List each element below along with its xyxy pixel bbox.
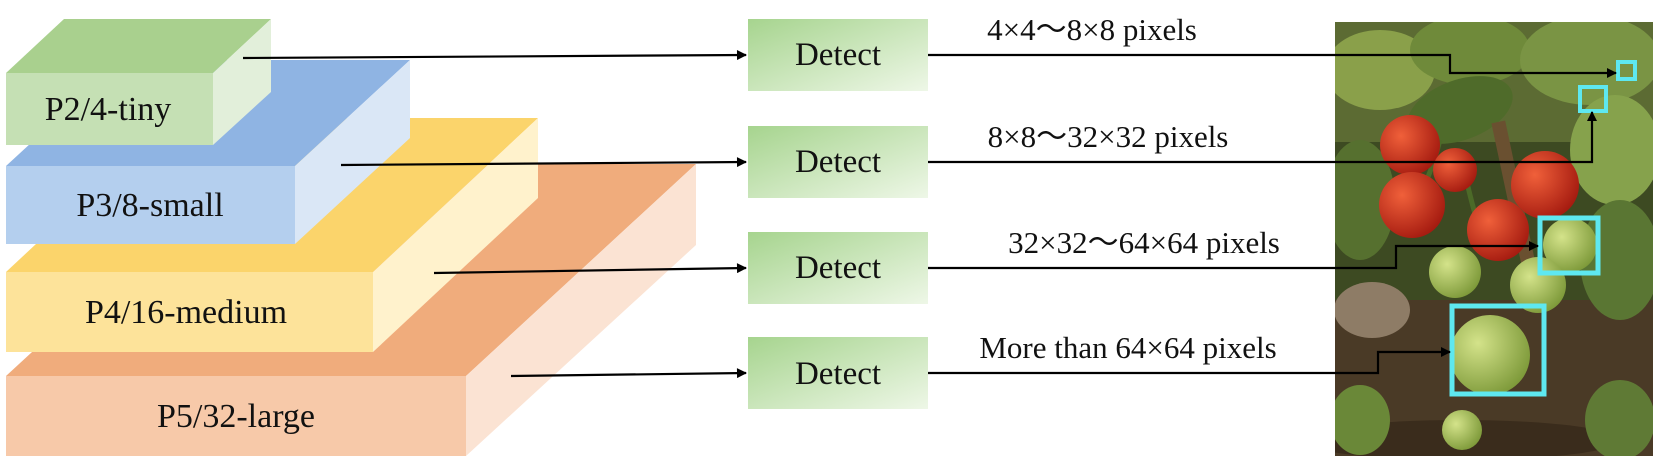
detection-box-medium [1537, 215, 1601, 276]
layer-p5-label: P5/32-large [157, 398, 315, 435]
detection-boxes [1449, 60, 1637, 397]
layer-p4-side-face [373, 118, 538, 352]
arrow-detect4-to-large-box [928, 347, 1451, 375]
detect-label: Detect [795, 37, 881, 73]
arrow-detect3-to-medium-box [928, 241, 1539, 270]
range-label-tiny: 4×4〜8×8 pixels [987, 12, 1197, 47]
layer-p2-top-face [6, 19, 271, 73]
detect-label: Detect [795, 144, 881, 180]
arrow-detect1-to-tiny-box [928, 53, 1617, 78]
detect-box [748, 337, 928, 409]
range-label-small: 8×8〜32×32 pixels [988, 119, 1229, 154]
detect-label: Detect [795, 250, 881, 286]
detect-box [748, 126, 928, 198]
detection-box-tiny [1616, 60, 1637, 81]
arrow-p2-to-detect [242, 50, 747, 61]
tomato-photo [1335, 22, 1653, 456]
detect-head-2: Detect [748, 126, 928, 198]
layer-p5-front-face [6, 376, 466, 456]
detect-to-photo-arrows [928, 53, 1617, 375]
layer-p2-side-face [213, 19, 271, 145]
arrow-p4-to-detect [433, 263, 747, 275]
layer-p3-front-face [6, 166, 295, 244]
layer-p3-label: P3/8-small [76, 187, 223, 224]
layer-p5-side-face [466, 164, 696, 456]
detect-box [748, 232, 928, 304]
layer-p2-label: P2/4-tiny [45, 91, 172, 128]
layer-p4-front-face [6, 272, 373, 352]
layer-to-detect-arrows [242, 50, 747, 379]
arrow-detect2-to-small-box [928, 111, 1597, 164]
layer-p3-side-face [295, 60, 410, 244]
detect-box [748, 19, 928, 91]
detect-head-3: Detect [748, 232, 928, 304]
layer-p2-front-face [6, 73, 213, 145]
arrow-p3-to-detect [340, 157, 747, 168]
detection-box-large [1449, 303, 1547, 397]
detect-head-4: Detect [748, 337, 928, 409]
layer-p4-label: P4/16-medium [85, 294, 287, 331]
layer-p2: P2/4-tiny [6, 19, 271, 145]
detect-head-1: Detect [748, 19, 928, 91]
range-label-large: More than 64×64 pixels [979, 330, 1276, 365]
detect-label: Detect [795, 356, 881, 392]
range-label-medium: 32×32〜64×64 pixels [1008, 225, 1280, 260]
arrow-p5-to-detect [510, 368, 747, 379]
